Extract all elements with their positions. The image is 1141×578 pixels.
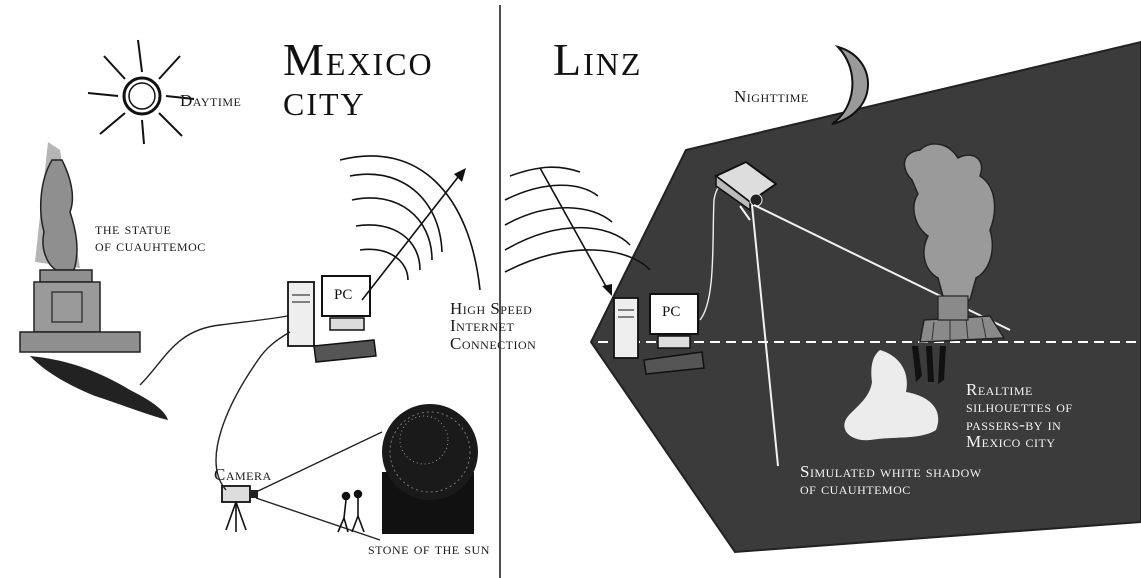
camera-label: Camera — [214, 465, 272, 484]
statue-cable — [139, 314, 293, 386]
white-simulated-shadow — [844, 350, 939, 441]
pc-icon — [287, 275, 377, 363]
sun-icon — [87, 39, 195, 145]
left-city-title: Mexico city — [283, 34, 434, 126]
camera-view-line — [255, 497, 381, 541]
statue-label: the statue of cuauhtemoc — [95, 219, 206, 256]
projector-icon — [714, 160, 778, 212]
camera-cable — [215, 331, 291, 491]
stone-of-the-sun-label: stone of the sun — [368, 539, 490, 558]
signal-waves-right — [504, 166, 651, 273]
pc-icon — [613, 293, 705, 375]
camera-view-line — [255, 431, 383, 493]
projected-statue-silhouette — [903, 143, 1006, 343]
downlink-arrow — [539, 167, 609, 291]
nighttime-label: Nighttime — [734, 87, 809, 106]
realtime-silhouettes-label: Realtime silhouettes of passers-by in Me… — [966, 380, 1073, 451]
simulated-shadow-label: Simulated white shadow of cuauhtemoc — [800, 462, 982, 499]
pc-right-label: PC — [662, 304, 681, 320]
silhouette-icon — [912, 346, 946, 384]
daytime-label: Daytime — [180, 91, 242, 110]
camera-icon — [221, 485, 258, 532]
internet-connection-label: High Speed Internet Connection — [450, 299, 537, 353]
stone-of-the-sun-icon — [382, 404, 478, 534]
statue-icon — [19, 142, 168, 420]
right-city-title: Linz — [553, 34, 643, 85]
pedestrian-figures — [337, 489, 365, 533]
uplink-arrow — [361, 171, 463, 301]
pc-left-label: PC — [334, 287, 353, 303]
moon-icon — [831, 45, 869, 125]
